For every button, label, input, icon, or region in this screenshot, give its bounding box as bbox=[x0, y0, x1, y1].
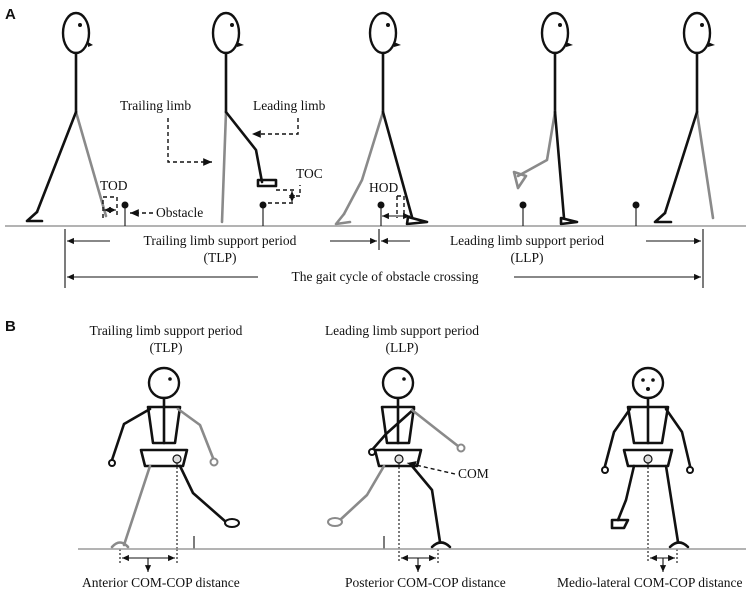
hod-marker bbox=[382, 195, 410, 220]
obstacle-markers bbox=[121, 201, 640, 226]
hod-label: HOD bbox=[369, 180, 398, 195]
trailing-limb-pointer bbox=[167, 118, 212, 166]
leading-limb-label: Leading limb bbox=[253, 98, 326, 113]
panel-a-label: A bbox=[5, 6, 16, 23]
llp-label-b: Leading limb support period bbox=[325, 323, 479, 338]
trailing-limb-label: Trailing limb bbox=[120, 98, 191, 113]
tlp-abbrev-a: (TLP) bbox=[204, 250, 237, 265]
anterior-label: Anterior COM-COP distance bbox=[82, 575, 240, 590]
stick-figure-3 bbox=[334, 11, 429, 226]
panel-b-label: B bbox=[5, 318, 16, 335]
mediolateral-label: Medio-lateral COM-COP distance bbox=[557, 575, 742, 590]
toc-marker bbox=[268, 185, 301, 204]
stick-figure-1 bbox=[25, 11, 108, 223]
tod-label: TOD bbox=[100, 178, 128, 193]
com-label: COM bbox=[458, 466, 489, 481]
stick-figure-5 bbox=[653, 11, 715, 224]
stick-figure-4 bbox=[512, 11, 579, 226]
tlp-label-b: Trailing limb support period bbox=[90, 323, 243, 338]
llp-abbrev-a: (LLP) bbox=[511, 250, 544, 265]
llp-abbrev-b: (LLP) bbox=[386, 340, 419, 355]
stick-figure-2 bbox=[211, 11, 278, 224]
toc-label: TOC bbox=[296, 166, 323, 181]
body-figure-frontal bbox=[601, 366, 694, 572]
llp-label-a: Leading limb support period bbox=[450, 233, 604, 248]
cycle-label: The gait cycle of obstacle crossing bbox=[291, 269, 478, 284]
body-figure-tlp bbox=[108, 366, 240, 572]
obstacle-label: Obstacle bbox=[156, 205, 203, 220]
tlp-label-a: Trailing limb support period bbox=[144, 233, 297, 248]
body-figure-llp bbox=[327, 366, 466, 572]
tod-marker bbox=[102, 196, 118, 218]
leading-limb-pointer bbox=[252, 118, 299, 138]
posterior-label: Posterior COM-COP distance bbox=[345, 575, 506, 590]
tlp-abbrev-b: (TLP) bbox=[150, 340, 183, 355]
